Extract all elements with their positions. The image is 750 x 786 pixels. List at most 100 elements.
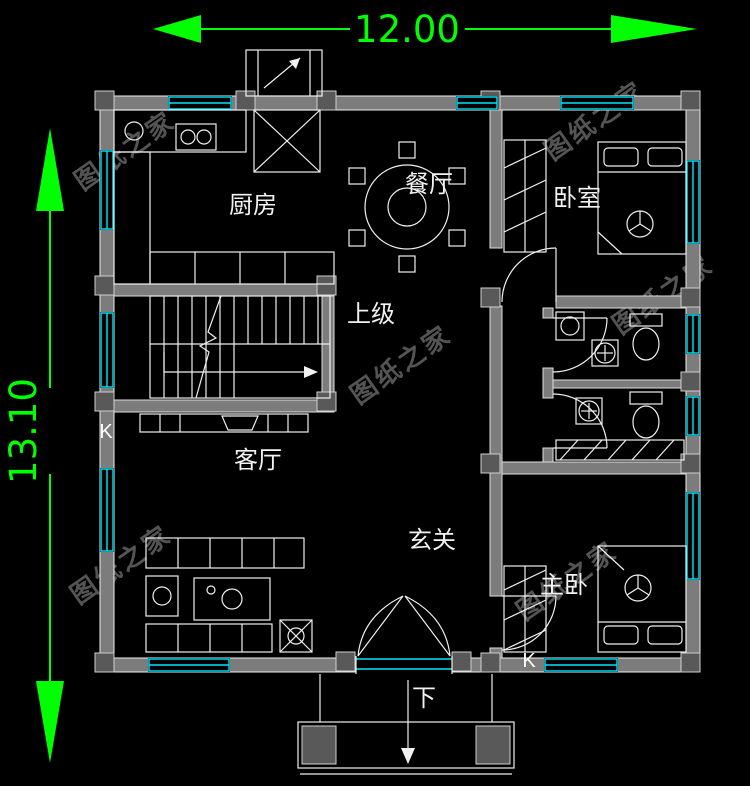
porch-column bbox=[301, 725, 337, 765]
bathroom-upper bbox=[555, 311, 663, 367]
chair-icon bbox=[348, 229, 366, 247]
label-entrance-down: 下 bbox=[412, 685, 436, 712]
label-section-k-left: K bbox=[99, 421, 113, 443]
coffee-table bbox=[193, 577, 271, 621]
bedroom-furniture bbox=[503, 139, 687, 255]
dimension-arrow-right-icon bbox=[611, 15, 697, 43]
window-left-stairs bbox=[100, 312, 114, 388]
label-master-bedroom: 主卧 bbox=[540, 572, 588, 599]
window-top-bedroom bbox=[560, 96, 634, 110]
wall-central-mid bbox=[489, 305, 503, 597]
tv-cabinet bbox=[139, 413, 309, 433]
kitchen-counter-top bbox=[113, 109, 247, 153]
watermark-text: 图纸之家 bbox=[607, 249, 719, 340]
label-dining: 餐厅 bbox=[405, 171, 453, 198]
chair-icon bbox=[448, 167, 466, 185]
plant-stand bbox=[279, 619, 313, 653]
structural-columns bbox=[94, 90, 701, 673]
bed bbox=[597, 545, 687, 653]
watermark-text: 图纸之家 bbox=[65, 519, 177, 610]
pillow-icon bbox=[603, 147, 639, 167]
pillow-icon bbox=[603, 625, 639, 645]
basin-icon bbox=[575, 397, 603, 425]
bathroom-lower bbox=[555, 391, 685, 461]
wall-central-upper bbox=[489, 109, 503, 249]
stair-arrowhead-icon bbox=[304, 366, 318, 378]
dimension-arrow-left-icon bbox=[153, 15, 201, 43]
dimension-left: 13.10 bbox=[2, 128, 64, 763]
window-bottom-living bbox=[148, 658, 230, 672]
chair-icon bbox=[398, 255, 416, 273]
wall-bath-west-3 bbox=[542, 447, 554, 463]
bathroom-fixtures bbox=[555, 311, 685, 461]
stair-break-line bbox=[195, 295, 222, 399]
window-bottom-master bbox=[544, 658, 618, 672]
bed bbox=[597, 141, 687, 255]
label-living: 客厅 bbox=[234, 447, 282, 474]
wall-bedroom-south bbox=[555, 295, 687, 309]
living-room-furniture bbox=[139, 413, 313, 653]
toilet-icon bbox=[632, 405, 660, 439]
vanity-counter bbox=[555, 439, 685, 461]
down-arrowhead-icon bbox=[401, 748, 415, 764]
side-table bbox=[145, 575, 179, 617]
chair-icon bbox=[398, 141, 416, 159]
door-bedroom bbox=[501, 247, 557, 303]
pillow-icon bbox=[647, 147, 683, 167]
window-right-bath-upper bbox=[686, 314, 700, 354]
wall-bath-west-2 bbox=[542, 367, 554, 399]
wall-bath-west-1 bbox=[542, 307, 554, 319]
kitchen-fixtures bbox=[113, 109, 335, 285]
label-stairs-up: 上级 bbox=[347, 301, 395, 328]
dimension-top: 12.00 bbox=[153, 8, 697, 51]
toilet-tank bbox=[629, 391, 663, 405]
window-right-master bbox=[686, 492, 700, 580]
door-bath-lower bbox=[552, 393, 608, 449]
entrance-double-door bbox=[355, 595, 453, 674]
dimension-width-value: 12.00 bbox=[354, 8, 460, 51]
staircase bbox=[149, 295, 331, 399]
label-bedroom: 卧室 bbox=[553, 185, 601, 212]
wall-master-north bbox=[501, 461, 687, 475]
stair-direction-arrow bbox=[163, 352, 306, 373]
chimney-flue bbox=[245, 49, 323, 173]
label-kitchen: 厨房 bbox=[229, 192, 277, 219]
wall-bath-divider bbox=[552, 379, 687, 389]
windows bbox=[100, 96, 700, 672]
sofa-back bbox=[145, 537, 305, 569]
watermark-text: 图纸之家 bbox=[539, 75, 651, 166]
watermarks: 图纸之家 图纸之家 图纸之家 图纸之家 图纸之家 图纸之家 bbox=[65, 75, 719, 626]
chair-icon bbox=[348, 167, 366, 185]
basin-icon bbox=[591, 339, 619, 367]
dimension-height-value: 13.10 bbox=[2, 378, 45, 484]
washing-machine-icon bbox=[555, 311, 585, 341]
label-foyer: 玄关 bbox=[408, 527, 456, 554]
sink-icon bbox=[124, 121, 144, 141]
stove-icon bbox=[175, 123, 217, 151]
window-right-bath-lower bbox=[686, 396, 700, 436]
master-bedroom-furniture bbox=[503, 545, 687, 653]
dimension-arrow-down-icon bbox=[36, 681, 64, 763]
room-labels: 厨房 餐厅 卧室 上级 客厅 玄关 主卧 下 K K bbox=[99, 171, 601, 712]
wall-stairs-east bbox=[321, 295, 335, 401]
porch-steps bbox=[297, 721, 515, 769]
wall-kitchen-south bbox=[113, 283, 335, 297]
label-section-k-bottom: K bbox=[522, 650, 536, 672]
pillow-icon bbox=[647, 625, 683, 645]
dimension-arrow-up-icon bbox=[36, 128, 64, 211]
window-top-kitchen bbox=[168, 96, 232, 110]
dining-table bbox=[348, 141, 466, 273]
porch-column bbox=[475, 725, 511, 765]
kitchen-counter-left bbox=[113, 151, 151, 285]
watermark-text: 图纸之家 bbox=[69, 105, 181, 196]
window-right-bedroom bbox=[686, 160, 700, 244]
entrance-porch bbox=[297, 674, 515, 775]
watermark-text: 图纸之家 bbox=[345, 319, 457, 410]
wall-living-north bbox=[113, 399, 335, 413]
window-left-kitchen bbox=[100, 150, 114, 230]
door-bath-upper bbox=[552, 317, 608, 373]
window-left-living bbox=[100, 468, 114, 552]
window-top-dining bbox=[456, 96, 498, 110]
